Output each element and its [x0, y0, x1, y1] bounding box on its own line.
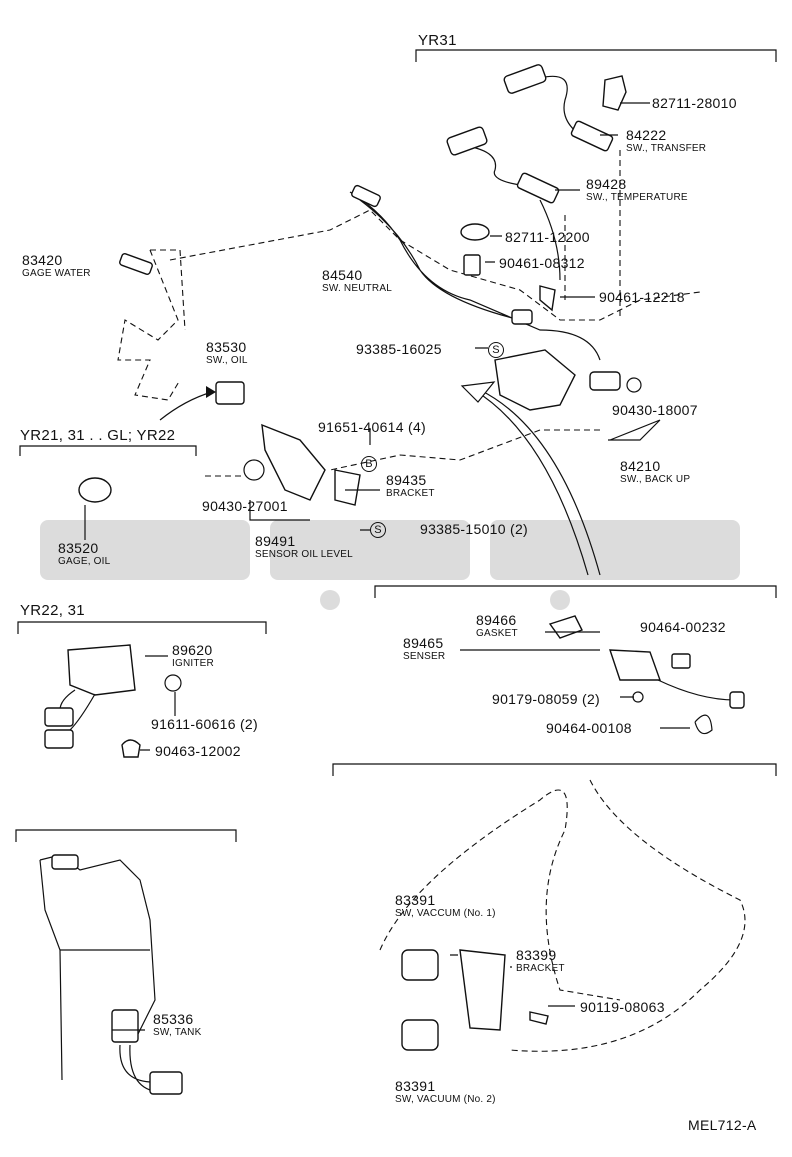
part-number: 83520	[58, 540, 99, 556]
engine-outline	[117, 209, 701, 471]
figure-code: MEL712-A	[688, 1117, 757, 1133]
part-number: 93385-16025	[356, 341, 442, 357]
oil-parts	[78, 381, 361, 506]
part-name: SW. NEUTRAL	[322, 283, 392, 294]
part-name: SENSOR OIL LEVEL	[255, 549, 353, 560]
part-number: 83391	[395, 892, 436, 908]
part-name: BRACKET	[516, 963, 565, 974]
part-number: 93385-15010 (2)	[420, 521, 529, 537]
part-number: 89620	[172, 642, 213, 658]
part-number: 89428	[586, 176, 627, 192]
section-header-yr21: YR21, 31 . . GL; YR22	[20, 427, 176, 444]
vacuum-parts	[379, 779, 746, 1052]
part-number: 91611-60616 (2)	[151, 716, 258, 732]
part-number: 90430-18007	[612, 402, 698, 418]
s-symbol: S	[370, 522, 386, 538]
part-name: GAGE, OIL	[58, 556, 111, 567]
part-name: GASKET	[476, 628, 518, 639]
part-name: SW, VACUUM (No. 2)	[395, 1094, 496, 1105]
part-number: 84222	[626, 127, 667, 143]
part-name: GAGE WATER	[22, 268, 91, 279]
part-name: SW, VACCUM (No. 1)	[395, 908, 496, 919]
part-number: 83530	[206, 339, 247, 355]
part-number: 90464-00108	[546, 720, 632, 736]
part-number: 91651-40614 (4)	[318, 419, 427, 435]
assembly-arrow	[159, 381, 601, 576]
b-symbol: B	[361, 456, 377, 472]
igniter-parts	[44, 644, 182, 758]
part-number: 90461-12218	[599, 289, 685, 305]
watermark-logo	[40, 520, 740, 610]
part-number: 90179-08059 (2)	[492, 691, 601, 707]
part-number: 89435	[386, 472, 427, 488]
part-name: SW., BACK UP	[620, 474, 691, 485]
part-number: 82711-28010	[652, 95, 737, 111]
part-number: 90463-12002	[155, 743, 241, 759]
part-number: 83391	[395, 1078, 436, 1094]
part-number: 83399	[516, 947, 557, 963]
part-name: SENSER	[403, 651, 446, 662]
part-name: SW., TRANSFER	[626, 143, 707, 154]
part-name: SW., OIL	[206, 355, 248, 366]
part-name: BRACKET	[386, 488, 435, 499]
part-number: 89465	[403, 635, 444, 651]
senser-parts	[548, 615, 745, 735]
part-number: 85336	[153, 1011, 194, 1027]
harness-top	[119, 64, 642, 411]
section-brackets	[15, 49, 777, 842]
part-number: 90464-00232	[640, 619, 726, 635]
part-number: 90119-08063	[580, 999, 665, 1015]
part-name: SW., TEMPERATURE	[586, 192, 688, 203]
part-number: 90461-08312	[499, 255, 585, 271]
part-number: 90430-27001	[202, 498, 288, 514]
leader-lines	[84, 102, 690, 1031]
part-number: 84210	[620, 458, 661, 474]
part-name: SW, TANK	[153, 1027, 202, 1038]
part-number: 89466	[476, 612, 517, 628]
part-number: 84540	[322, 267, 363, 283]
part-name: IGNITER	[172, 658, 214, 669]
part-number: 82711-12200	[505, 229, 590, 245]
tank-parts	[39, 854, 183, 1095]
part-number: 89491	[255, 533, 296, 549]
part-number: 83420	[22, 252, 63, 268]
s-symbol: S	[488, 342, 504, 358]
section-header-yr22: YR22, 31	[20, 602, 85, 619]
section-header-yr31: YR31	[418, 32, 457, 49]
